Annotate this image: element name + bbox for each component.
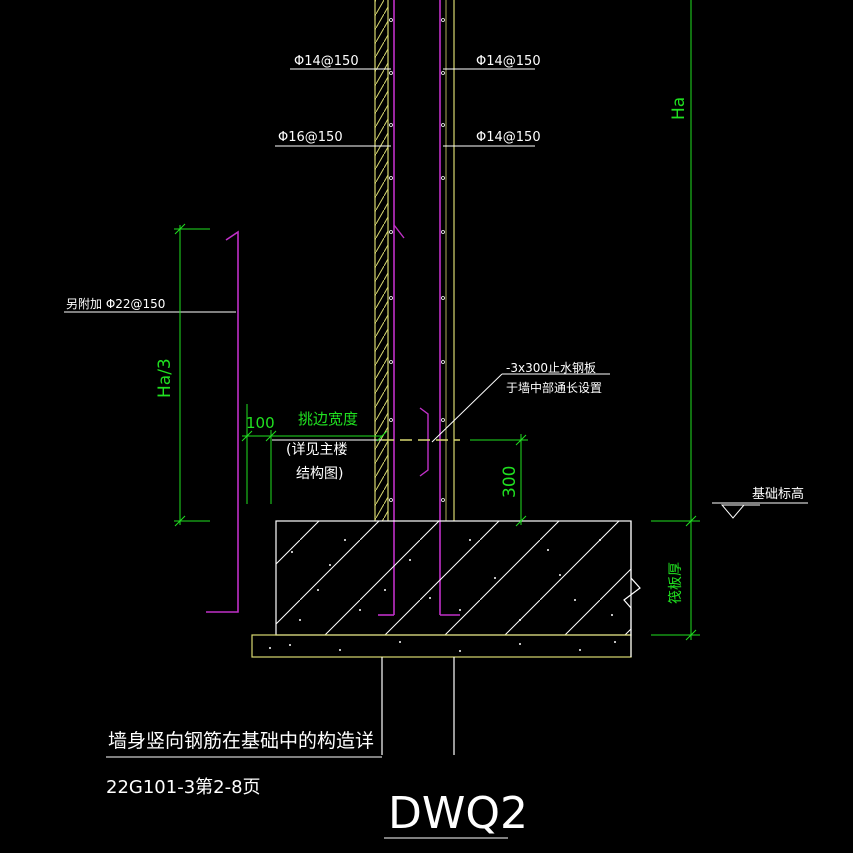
label-rebar-left-top: Φ14@150 bbox=[294, 54, 359, 69]
label-rebar-right-mid: Φ14@150 bbox=[476, 130, 541, 145]
pile-lines bbox=[381, 657, 455, 755]
dim-300: 300 bbox=[500, 466, 520, 498]
dim-raft-thickness: 筏板厚 bbox=[667, 562, 684, 604]
note-see-main-2: 结构图) bbox=[296, 466, 343, 482]
elevation-symbol bbox=[720, 504, 746, 519]
raft-foundation bbox=[251, 520, 641, 658]
rebar-dots bbox=[389, 18, 445, 502]
waterstop-bracket bbox=[419, 407, 429, 477]
label-rebar-left-mid: Φ16@150 bbox=[278, 130, 343, 145]
additional-rebar bbox=[206, 230, 239, 613]
note-base-elevation: 基础标高 bbox=[752, 486, 804, 502]
note-waterstop-2: 于墙中部通长设置 bbox=[506, 380, 602, 395]
vertical-rebars bbox=[206, 0, 460, 616]
note-waterstop-1: -3x300止水钢板 bbox=[506, 361, 596, 375]
break-line bbox=[623, 521, 641, 657]
leader-lines bbox=[64, 68, 808, 504]
wall-hatch bbox=[375, 0, 388, 521]
note-overhang-width: 挑边宽度 bbox=[298, 410, 358, 428]
dimension-lines bbox=[174, 0, 700, 641]
dim-100: 100 bbox=[246, 414, 275, 432]
title-code: DWQ2 bbox=[388, 788, 528, 839]
wall-section bbox=[374, 0, 455, 521]
label-additional-rebar: 另附加 Φ22@150 bbox=[66, 297, 165, 311]
concrete-speckle bbox=[269, 539, 616, 652]
label-rebar-right-top: Φ14@150 bbox=[476, 54, 541, 69]
note-see-main-1: (详见主楼 bbox=[286, 442, 347, 458]
dim-ha-third: Ha/3 bbox=[155, 358, 175, 398]
title-ref: 22G101-3第2-8页 bbox=[106, 777, 261, 798]
dim-ha: Ha bbox=[669, 97, 689, 120]
bedding-layer bbox=[251, 634, 632, 658]
title-main: 墙身竖向钢筋在基础中的构造详 bbox=[108, 730, 374, 752]
